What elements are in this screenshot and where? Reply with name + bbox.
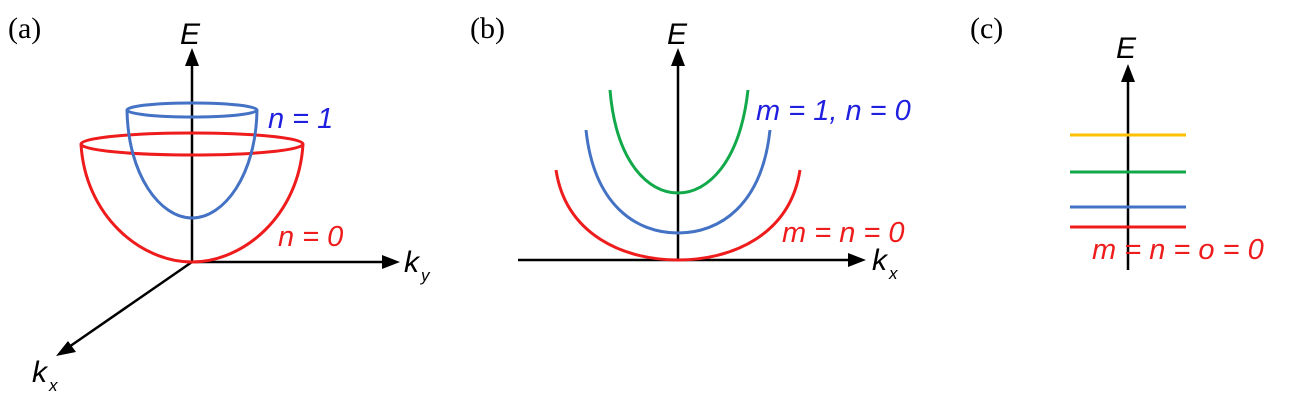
panel-b-kx-subscript: x [888,264,898,283]
panel-a-ky-arrowhead [382,255,400,269]
panel-b-label: (b) [470,12,505,45]
panel-b-upper-tag: m = 1, n = 0 [756,95,911,127]
panel-b-e-label: E [667,18,688,51]
panel-a-n0-bowl [79,143,305,264]
panel-a-n1-tag: n = 1 [268,103,333,135]
panel-a-ky-subscript: y [420,266,431,285]
panel-b-e-arrowhead [671,48,685,66]
panel-b-kx-label: k [872,244,889,277]
panel-a: (a) E k y k x n = 1 n = 0 [8,12,431,395]
panel-b: (b) E k x m = 1, n = 0 m = n = 0 [470,12,911,283]
panel-a-ky-label: k [404,246,421,279]
panel-a-n1-bowl [125,109,259,220]
panel-c-ground-tag: m = n = o = 0 [1092,234,1264,266]
panel-b-lower-tag: m = n = 0 [782,217,905,249]
panel-c-e-label: E [1116,32,1137,65]
panel-b-kx-arrowhead [848,253,866,267]
panel-a-label: (a) [8,12,41,45]
panel-b-parabola-green [608,89,750,195]
panel-a-kx-label: k [32,356,49,389]
panel-c: (c) E m = n = o = 0 [970,12,1264,270]
panel-b-parabola-blue [584,129,772,235]
panel-a-kx-arrowhead [56,341,76,356]
panel-c-e-arrowhead [1121,64,1135,82]
panel-a-kx-axis [65,260,193,351]
panel-a-e-arrowhead [185,48,199,66]
panel-a-e-label: E [180,18,201,51]
panel-c-label: (c) [970,12,1003,45]
panel-b-parabola-m0-n0 [554,169,802,262]
panel-a-kx-subscript: x [48,376,58,395]
panel-a-n0-tag: n = 0 [278,221,343,253]
